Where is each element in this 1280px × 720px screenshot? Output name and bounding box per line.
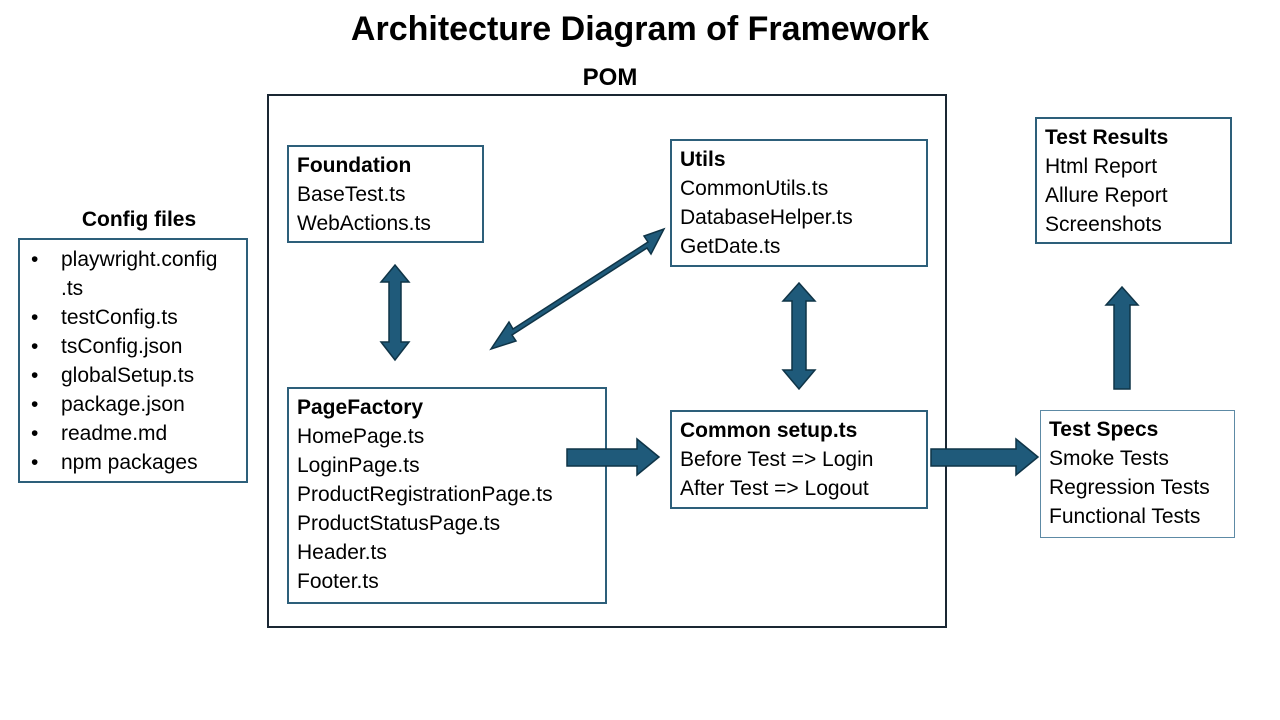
pagefactory-heading: PageFactory — [297, 396, 424, 419]
config-files-box: playwright.config .ts testConfig.ts tsCo… — [18, 238, 248, 483]
config-item-line: playwright.config — [61, 248, 218, 271]
foundation-item: WebActions.ts — [297, 212, 431, 235]
utils-item: GetDate.ts — [680, 235, 781, 258]
utils-box: Utils CommonUtils.ts DatabaseHelper.ts G… — [670, 139, 928, 267]
pagefactory-item: Footer.ts — [297, 570, 379, 593]
pom-label: POM — [582, 64, 638, 91]
foundation-heading: Foundation — [297, 154, 412, 177]
pagefactory-item: LoginPage.ts — [297, 454, 420, 477]
test-specs-heading: Test Specs — [1049, 418, 1159, 441]
config-files-list: playwright.config .ts testConfig.ts tsCo… — [28, 245, 242, 477]
config-item: readme.md — [28, 419, 242, 448]
config-item: npm packages — [28, 448, 242, 477]
pagefactory-item: Header.ts — [297, 541, 387, 564]
common-setup-item: After Test => Logout — [680, 477, 869, 500]
common-setup-item: Before Test => Login — [680, 448, 874, 471]
common-setup-heading: Common setup.ts — [680, 419, 858, 442]
pagefactory-item: HomePage.ts — [297, 425, 425, 448]
diagram-title: Architecture Diagram of Framework — [350, 10, 930, 48]
utils-item: CommonUtils.ts — [680, 177, 829, 200]
config-item-line: .ts — [61, 277, 84, 300]
test-results-item: Allure Report — [1045, 184, 1168, 207]
test-results-heading: Test Results — [1045, 126, 1169, 149]
arrow-foundation-pagefactory — [379, 263, 411, 362]
pagefactory-item: ProductStatusPage.ts — [297, 512, 501, 535]
arrow-pagefactory-utils — [489, 227, 666, 351]
arrow-commonsetup-testspecs — [930, 437, 1040, 477]
config-item: globalSetup.ts — [28, 361, 242, 390]
config-files-title: Config files — [81, 208, 197, 231]
arrow-testspecs-testresults — [1104, 285, 1140, 390]
pom-frame — [267, 94, 947, 628]
test-results-item: Screenshots — [1045, 213, 1162, 236]
pagefactory-item: ProductRegistrationPage.ts — [297, 483, 553, 506]
test-specs-box: Test Specs Smoke Tests Regression Tests … — [1040, 410, 1235, 538]
arrow-utils-commonsetup — [781, 281, 817, 391]
utils-heading: Utils — [680, 148, 726, 171]
arrow-pagefactory-commonsetup — [566, 437, 661, 477]
config-item: tsConfig.json — [28, 332, 242, 361]
utils-item: DatabaseHelper.ts — [680, 206, 853, 229]
test-results-box: Test Results Html Report Allure Report S… — [1035, 117, 1232, 244]
config-item: playwright.config .ts — [28, 245, 242, 303]
test-specs-item: Regression Tests — [1049, 476, 1210, 499]
foundation-item: BaseTest.ts — [297, 183, 406, 206]
foundation-box: Foundation BaseTest.ts WebActions.ts — [287, 145, 484, 243]
config-item: package.json — [28, 390, 242, 419]
common-setup-box: Common setup.ts Before Test => Login Aft… — [670, 410, 928, 509]
test-results-item: Html Report — [1045, 155, 1158, 178]
test-specs-item: Functional Tests — [1049, 505, 1201, 528]
pagefactory-box: PageFactory HomePage.ts LoginPage.ts Pro… — [287, 387, 607, 604]
test-specs-item: Smoke Tests — [1049, 447, 1169, 470]
config-item: testConfig.ts — [28, 303, 242, 332]
